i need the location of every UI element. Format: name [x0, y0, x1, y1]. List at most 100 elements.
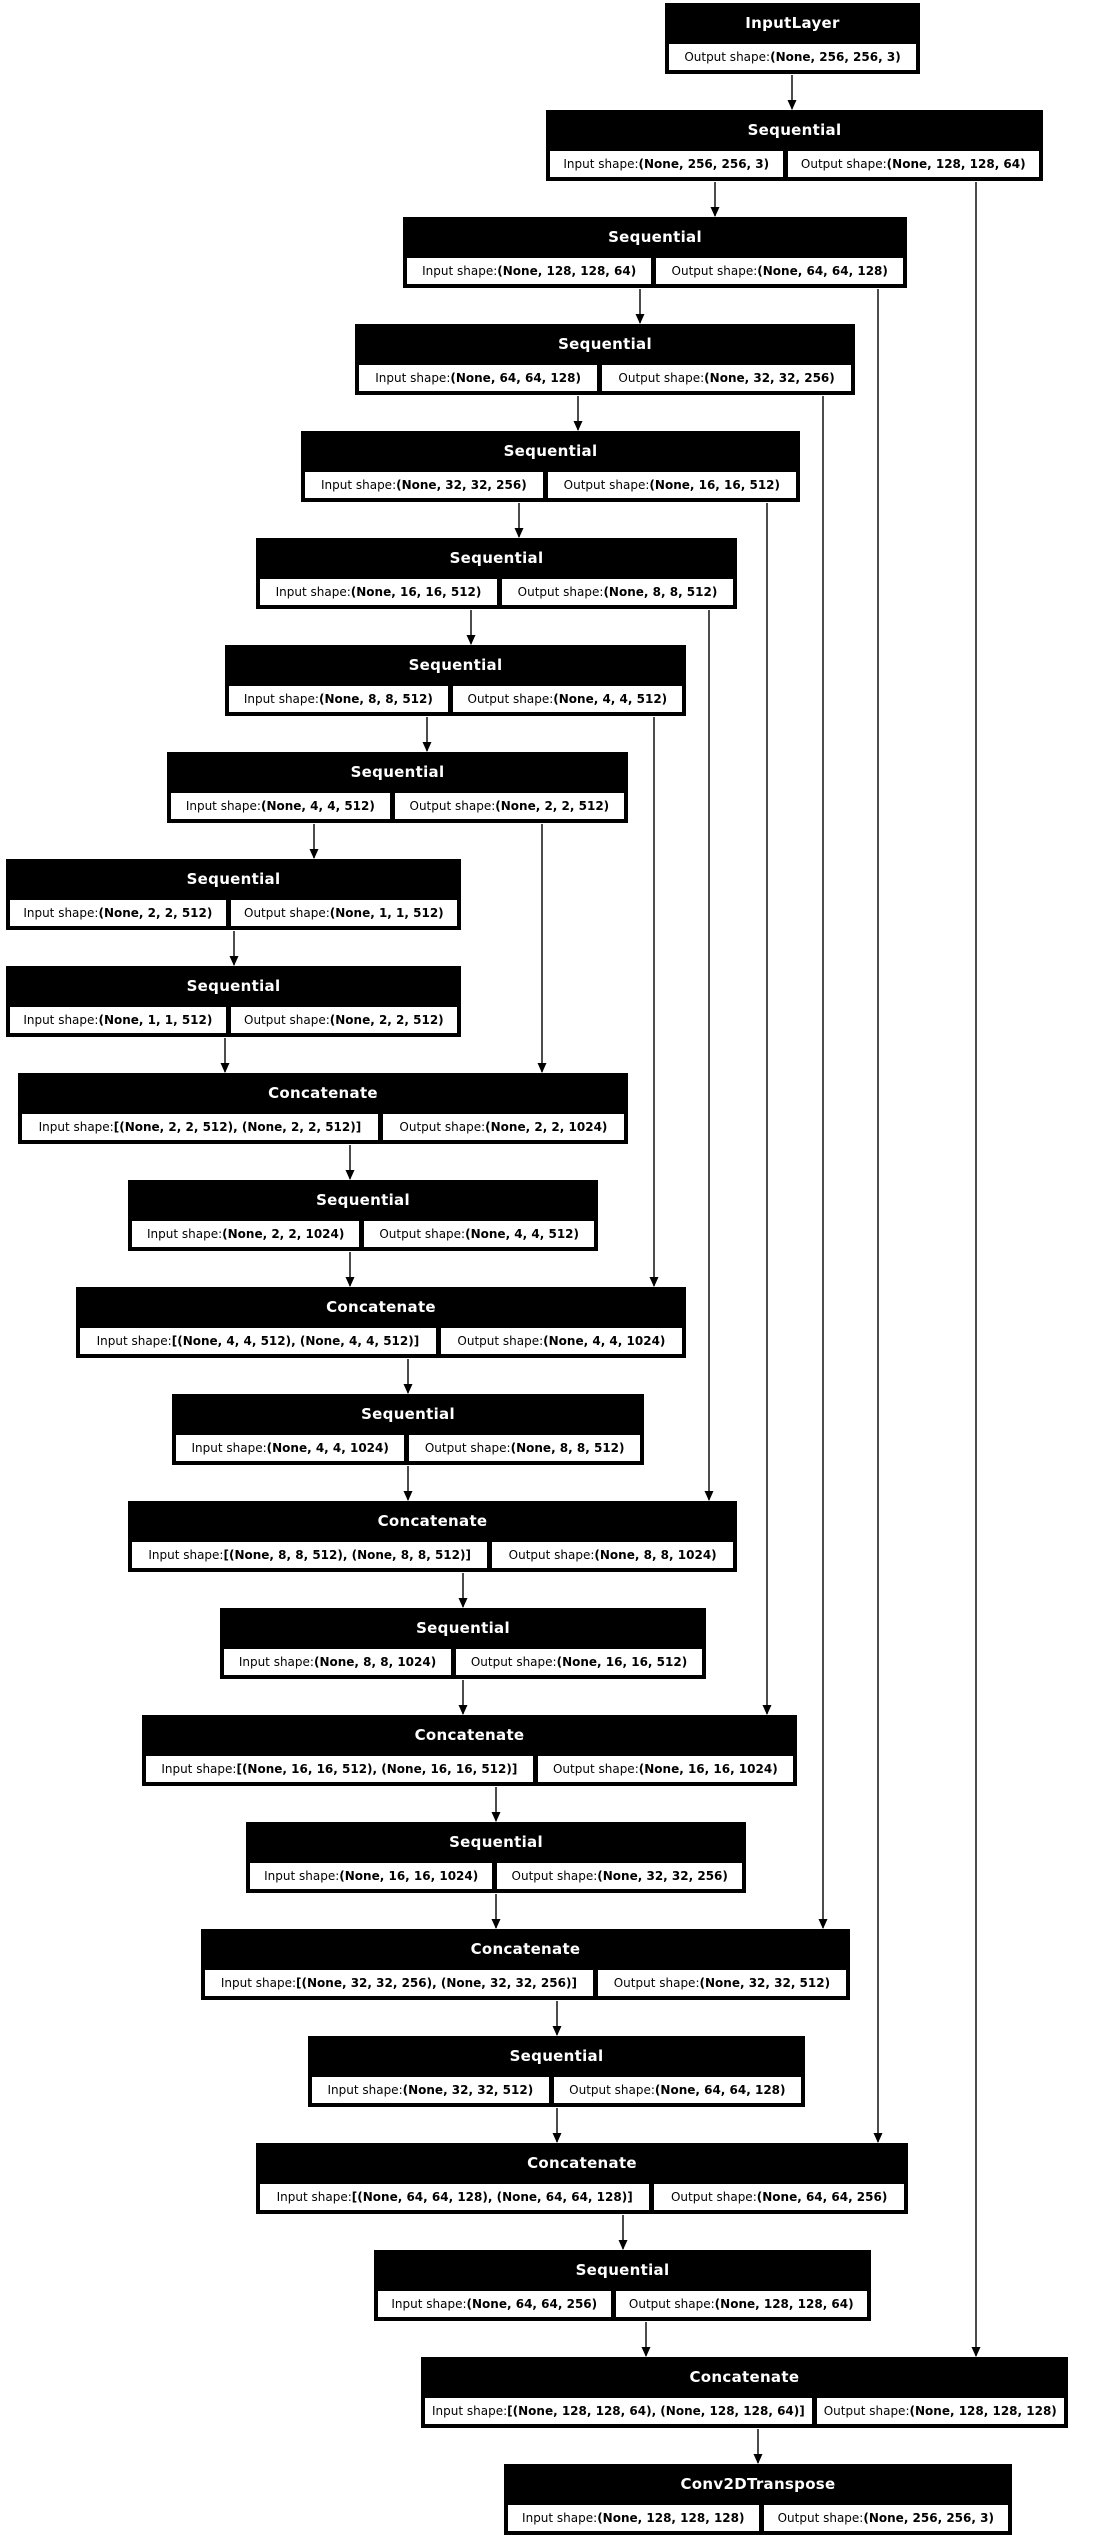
output-shape-label: Output shape: — [511, 1869, 598, 1883]
layer-type-title: Concatenate — [689, 2368, 800, 2386]
output-shape-cell: Output shape: (None, 32, 32, 256) — [601, 364, 852, 392]
output-shape-cell: Output shape: (None, 4, 4, 512) — [363, 1220, 595, 1248]
layer-type-title: Sequential — [449, 549, 544, 567]
output-shape-value: (None, 1, 1, 512) — [329, 906, 444, 920]
input-shape-label: Input shape: — [148, 1548, 224, 1562]
input-shape-value: [(None, 32, 32, 256), (None, 32, 32, 256… — [296, 1976, 577, 1990]
output-shape-label: Output shape: — [244, 1013, 330, 1027]
input-shape-cell: Input shape: [(None, 2, 2, 512), (None, … — [21, 1113, 379, 1141]
input-shape-value: [(None, 64, 64, 128), (None, 64, 64, 128… — [351, 2190, 633, 2204]
output-shape-value: (None, 32, 32, 256) — [597, 1869, 728, 1883]
layer-type-title: Sequential — [608, 228, 702, 246]
output-shape-label: Output shape: — [552, 1762, 639, 1776]
input-shape-value: (None, 16, 16, 1024) — [339, 1869, 479, 1883]
output-shape-value: (None, 64, 64, 128) — [757, 264, 888, 278]
layer-type-title: Concatenate — [326, 1298, 436, 1316]
shape-row: Input shape: (None, 32, 32, 512) Output s… — [311, 2076, 802, 2104]
output-shape-value: (None, 4, 4, 512) — [553, 692, 668, 706]
output-shape-label: Output shape: — [800, 157, 887, 171]
input-shape-cell: Input shape: [(None, 4, 4, 512), (None, … — [79, 1327, 437, 1355]
input-shape-label: Input shape: — [276, 2190, 352, 2204]
input-shape-cell: Input shape: (None, 128, 128, 64) — [406, 257, 653, 285]
input-shape-value: (None, 32, 32, 512) — [402, 2083, 534, 2097]
output-shape-value: (None, 16, 16, 512) — [649, 478, 781, 492]
input-shape-label: Input shape: — [38, 1120, 114, 1134]
output-shape-cell: Output shape: (None, 128, 128, 64) — [614, 2290, 869, 2318]
input-shape-value: [(None, 2, 2, 512), (None, 2, 2, 512)] — [113, 1120, 362, 1134]
input-shape-cell: Input shape: (None, 16, 16, 512) — [259, 578, 499, 606]
input-shape-value: (None, 128, 128, 128) — [597, 2511, 745, 2525]
output-shape-label: Output shape: — [467, 692, 554, 706]
input-shape-value: [(None, 8, 8, 512), (None, 8, 8, 512)] — [223, 1548, 471, 1562]
layer-type-title: Concatenate — [377, 1512, 488, 1530]
output-shape-value: (None, 256, 256, 3) — [770, 50, 901, 64]
output-shape-cell: Output shape: (None, 64, 64, 128) — [552, 2076, 802, 2104]
input-shape-cell: Input shape: (None, 256, 256, 3) — [549, 150, 784, 178]
output-shape-cell: Output shape: (None, 4, 4, 512) — [451, 685, 683, 713]
input-shape-value: (None, 64, 64, 256) — [466, 2297, 598, 2311]
input-shape-cell: Input shape: (None, 8, 8, 1024) — [223, 1648, 453, 1676]
input-shape-label: Input shape: — [563, 157, 639, 171]
input-shape-label: Input shape: — [522, 2511, 598, 2525]
input-shape-value: (None, 2, 2, 512) — [98, 906, 213, 920]
input-shape-cell: Input shape: [(None, 8, 8, 512), (None, … — [131, 1541, 489, 1569]
input-shape-label: Input shape: — [220, 1976, 297, 1990]
input-shape-value: (None, 16, 16, 512) — [350, 585, 482, 599]
output-shape-value: (None, 8, 8, 512) — [510, 1441, 625, 1455]
output-shape-cell: Output shape: (None, 256, 256, 3) — [762, 2504, 1010, 2532]
input-shape-value: (None, 2, 2, 1024) — [222, 1227, 345, 1241]
layer-type-title: Concatenate — [268, 1084, 378, 1102]
input-shape-label: Input shape: — [327, 2083, 403, 2097]
shape-row: Input shape: [(None, 4, 4, 512), (None, … — [79, 1327, 683, 1355]
output-shape-value: (None, 256, 256, 3) — [863, 2511, 994, 2525]
output-shape-label: Output shape: — [671, 264, 758, 278]
input-shape-value: [(None, 16, 16, 512), (None, 16, 16, 512… — [236, 1762, 518, 1776]
output-shape-label: Output shape: — [508, 1548, 595, 1562]
output-shape-value: (None, 4, 4, 512) — [465, 1227, 580, 1241]
output-shape-label: Output shape: — [777, 2511, 864, 2525]
output-shape-cell: Output shape: (None, 1, 1, 512) — [229, 899, 458, 927]
output-shape-label: Output shape: — [670, 2190, 757, 2204]
output-shape-label: Output shape: — [823, 2404, 910, 2418]
input-shape-cell: Input shape: (None, 128, 128, 128) — [507, 2504, 760, 2532]
shape-row: Input shape: (None, 16, 16, 512)Output s… — [259, 578, 734, 606]
layer-type-title: Sequential — [509, 2047, 604, 2065]
input-shape-label: Input shape: — [375, 371, 451, 385]
output-shape-value: (None, 8, 8, 512) — [603, 585, 718, 599]
output-shape-label: Output shape: — [399, 1120, 486, 1134]
output-shape-cell: Output shape: (None, 4, 4, 1024) — [439, 1327, 683, 1355]
layer-type-title: Sequential — [408, 656, 503, 674]
output-shape-value: (None, 128, 128, 128) — [909, 2404, 1057, 2418]
shape-row: Input shape: [(None, 16, 16, 512), (None… — [145, 1755, 795, 1783]
output-shape-value: (None, 4, 4, 1024) — [543, 1334, 666, 1348]
output-shape-label: Output shape: — [379, 1227, 466, 1241]
input-shape-value: (None, 256, 256, 3) — [638, 157, 770, 171]
input-shape-cell: Input shape: [(None, 128, 128, 64), (Non… — [424, 2397, 813, 2425]
input-shape-label: Input shape: — [238, 1655, 314, 1669]
input-shape-label: Input shape: — [146, 1227, 223, 1241]
input-shape-label: Input shape: — [191, 1441, 267, 1455]
layer-type-title: Sequential — [186, 870, 281, 888]
output-shape-cell: Output shape: (None, 128, 128, 128) — [815, 2397, 1065, 2425]
shape-row: Input shape: [(None, 2, 2, 512), (None, … — [21, 1113, 625, 1141]
output-shape-value: (None, 32, 32, 512) — [699, 1976, 831, 1990]
input-shape-cell: Input shape: (None, 2, 2, 512) — [9, 899, 227, 927]
input-shape-cell: Input shape: [(None, 64, 64, 128), (None… — [259, 2183, 651, 2211]
input-shape-cell: Input shape: (None, 4, 4, 1024) — [175, 1434, 406, 1462]
shape-row: Input shape: (None, 2, 2, 512)Output sha… — [9, 899, 458, 927]
output-shape-cell: Output shape: (None, 64, 64, 128) — [655, 257, 905, 285]
